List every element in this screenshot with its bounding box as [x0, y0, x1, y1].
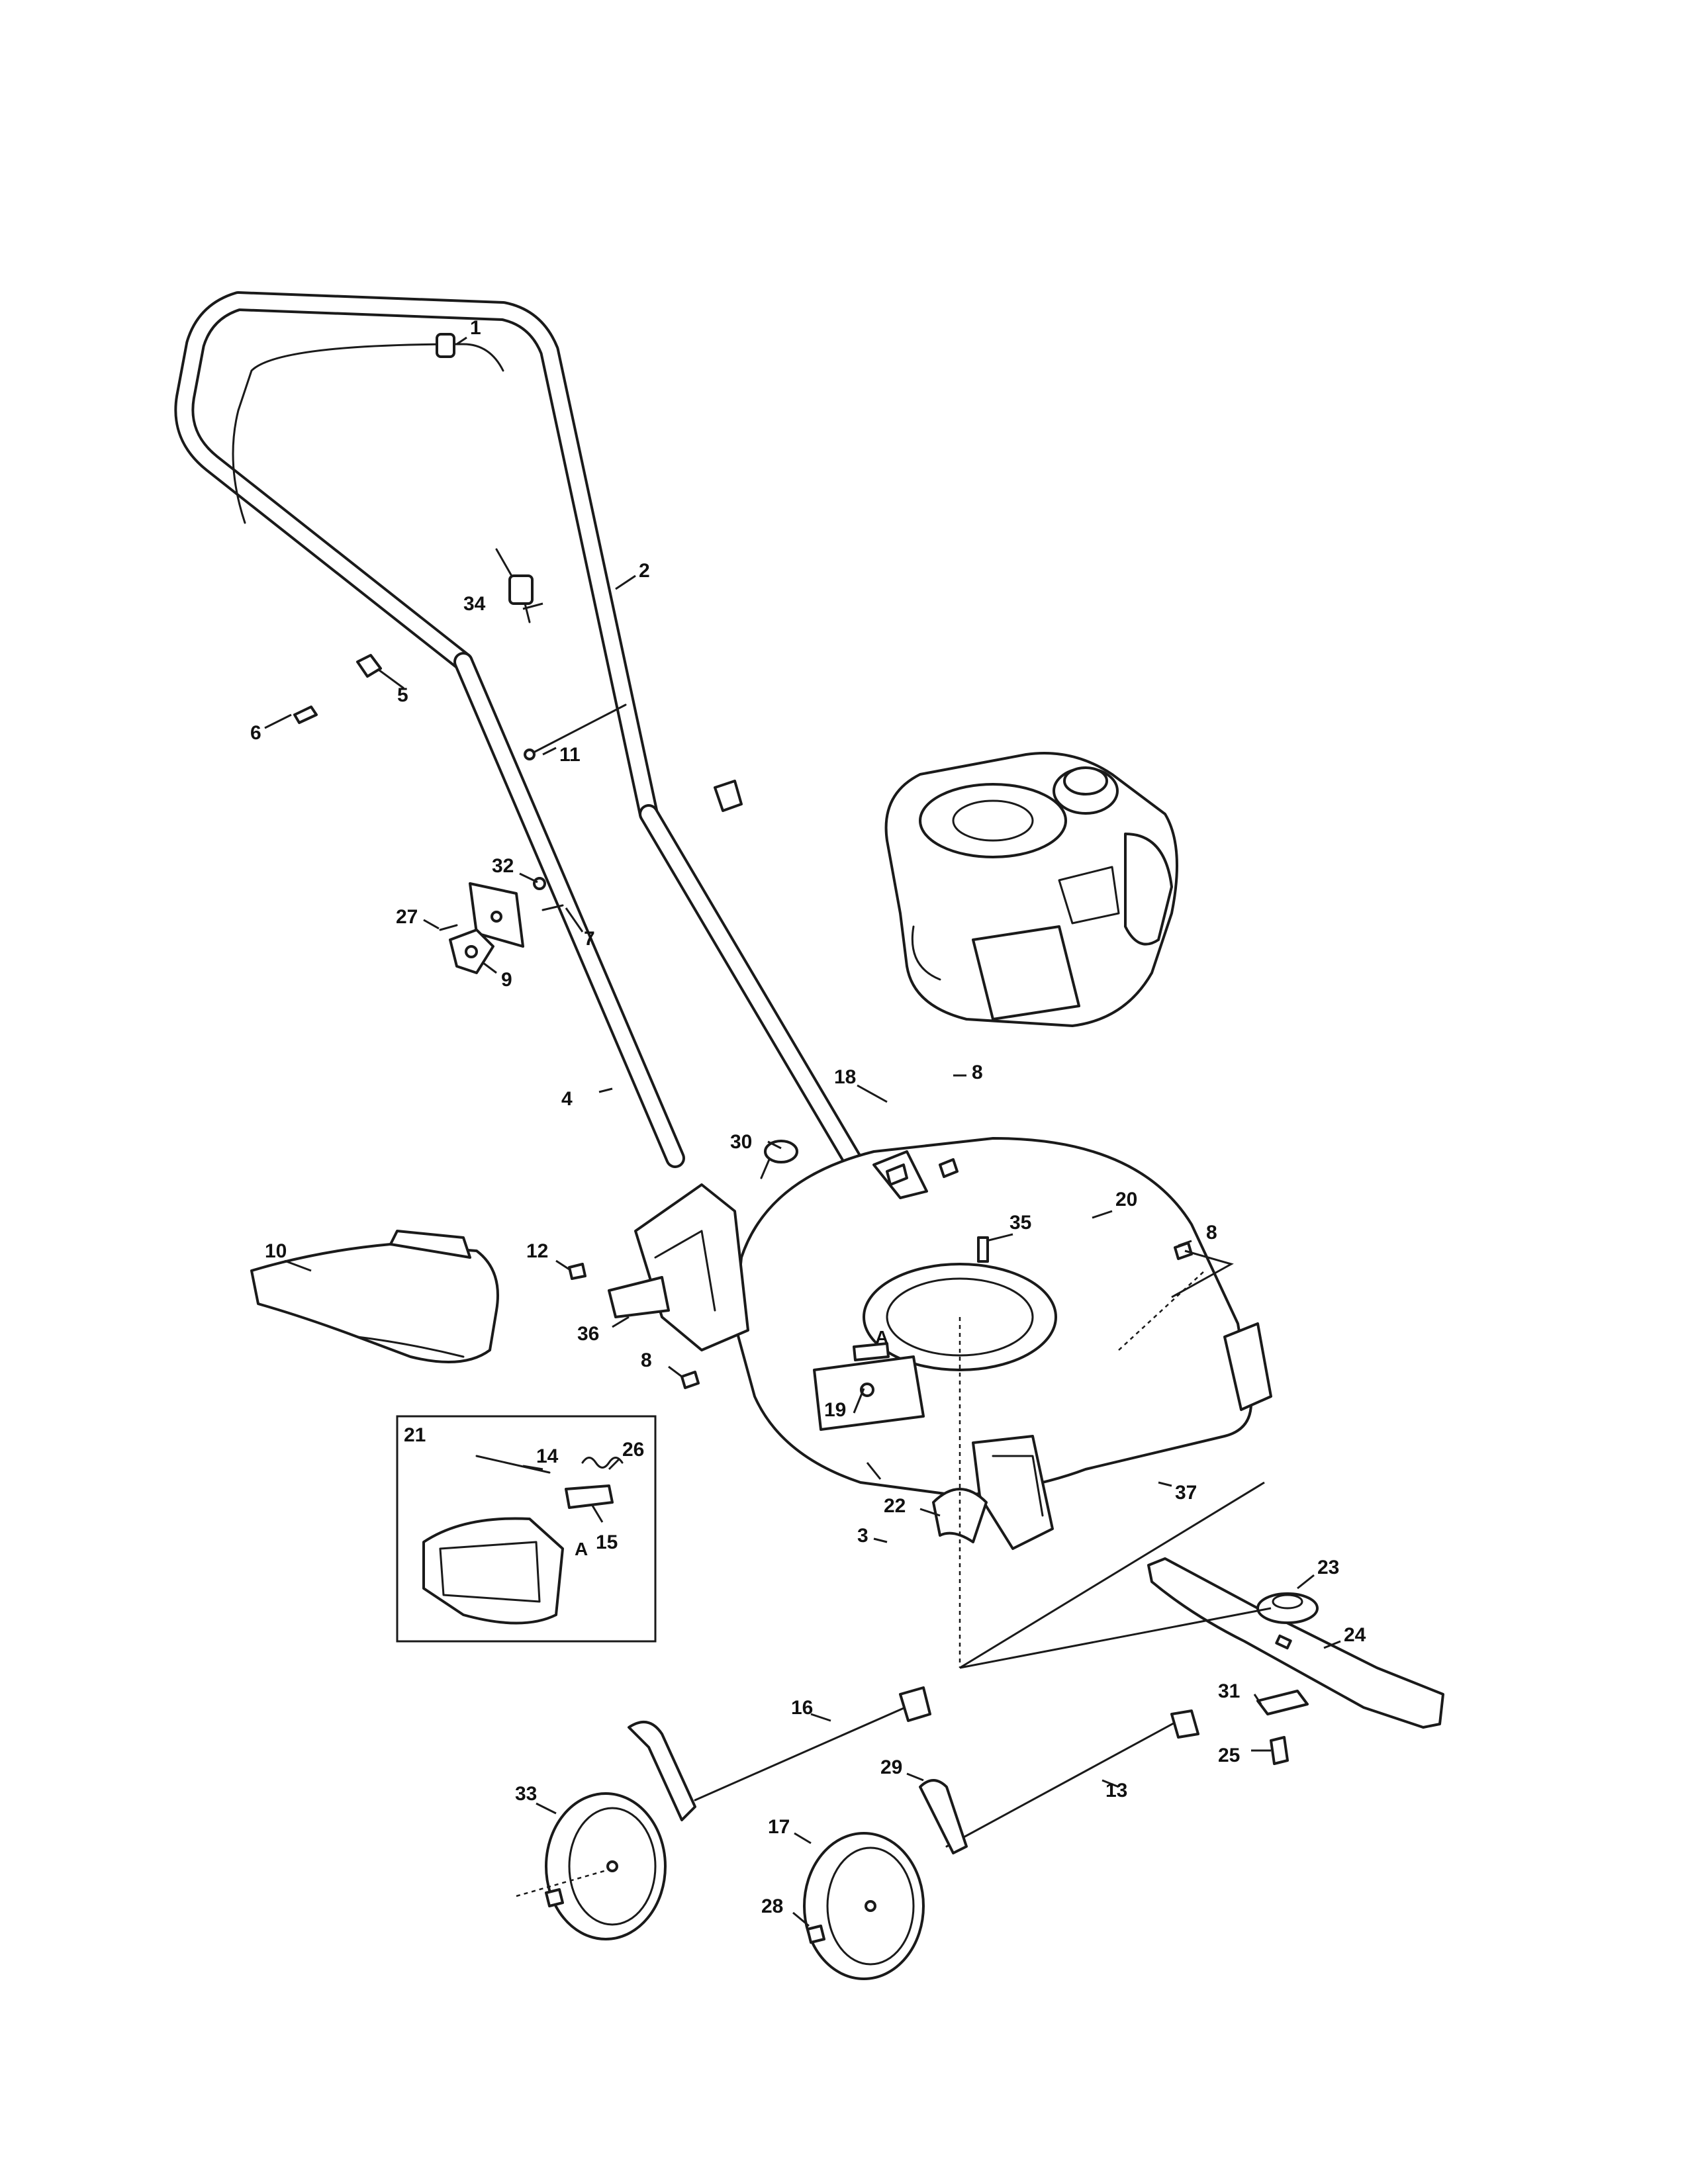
- hex-bolt-8-left: [680, 1371, 700, 1389]
- callout-9: 9: [501, 969, 512, 991]
- callout-31: 31: [1218, 1680, 1240, 1702]
- front-axle: [694, 1686, 931, 1801]
- hex-bolt-8-top: [939, 1158, 959, 1178]
- blade-bolt: [1270, 1736, 1289, 1765]
- callout-2: 2: [639, 560, 650, 582]
- callout-18: 18: [834, 1066, 856, 1088]
- blade-adapter: [1256, 1592, 1319, 1624]
- engine: [884, 752, 1178, 1027]
- deck-stud-bolt: [886, 1163, 908, 1186]
- bolt-7: [541, 904, 564, 911]
- nut-12: [568, 1263, 586, 1280]
- rear-height-lever: [919, 1779, 968, 1854]
- callout-34: 34: [463, 593, 486, 615]
- callout-36: 36: [577, 1323, 599, 1345]
- ref-mark-a-inset: A: [575, 1539, 588, 1559]
- callout-16: 16: [791, 1697, 813, 1719]
- wheel-centerline: [516, 1868, 610, 1897]
- callout-27: 27: [396, 906, 418, 928]
- callout-11: 11: [559, 744, 581, 766]
- callout-6: 6: [250, 722, 261, 744]
- callout-15: 15: [596, 1531, 618, 1553]
- callout-35: 35: [1009, 1212, 1031, 1234]
- ref-mark-a-deck: A: [875, 1327, 888, 1347]
- side-discharge-chute: [250, 1230, 499, 1363]
- wing-nut: [356, 654, 382, 678]
- deck-bolt-guide: [1118, 1270, 1205, 1351]
- deck-front-bracket: [634, 1183, 749, 1351]
- assembly-bracket: [959, 1481, 1272, 1669]
- callout-22: 22: [884, 1495, 906, 1517]
- callout-20: 20: [1115, 1189, 1137, 1210]
- callout-17: 17: [768, 1816, 790, 1838]
- upper-handle: [174, 291, 659, 824]
- callout-37: 37: [1175, 1482, 1197, 1504]
- knob-right: [714, 780, 743, 812]
- rear-axle: [945, 1709, 1199, 1848]
- lower-handle-left: [453, 652, 685, 1168]
- mower-deck: [733, 1137, 1272, 1497]
- front-baffle: [608, 1276, 670, 1318]
- wheel-right: [803, 1832, 925, 1980]
- lower-handle-right: [639, 804, 877, 1195]
- mulch-door: [422, 1517, 564, 1625]
- wheel-nut-right: [806, 1925, 825, 1944]
- handle-knob: [449, 929, 494, 974]
- adapter-bolt-30: [760, 1140, 798, 1179]
- hinge-rod: [475, 1455, 551, 1474]
- rope-guide-rod: [524, 704, 627, 760]
- blade-washer: [1256, 1690, 1309, 1715]
- callout-1: 1: [470, 317, 481, 339]
- callout-8b: 8: [1206, 1222, 1217, 1244]
- inset-box: [396, 1415, 657, 1643]
- torsion-spring: [581, 1457, 624, 1469]
- callout-32: 32: [492, 855, 514, 877]
- callout-5: 5: [397, 684, 408, 706]
- callout-12: 12: [526, 1240, 548, 1262]
- callout-3: 3: [857, 1525, 868, 1547]
- control-bail: [232, 343, 504, 524]
- callout-24: 24: [1344, 1624, 1366, 1646]
- callout-23: 23: [1317, 1557, 1339, 1578]
- handle-bolt: [293, 705, 318, 724]
- screw-27: [439, 924, 458, 931]
- hex-bolt-8-right: [1174, 1242, 1193, 1260]
- callout-21: 21: [404, 1424, 426, 1446]
- front-height-lever: [628, 1721, 696, 1821]
- callout-26: 26: [622, 1439, 644, 1461]
- callout-33: 33: [515, 1783, 537, 1805]
- wheel-nut-left: [545, 1888, 564, 1907]
- callout-7: 7: [584, 928, 595, 950]
- rear-wheel-bracket: [972, 1435, 1054, 1550]
- handle-bracket: [469, 882, 524, 948]
- leader-lines: [264, 336, 1341, 1927]
- door-hinge-plate: [565, 1484, 614, 1509]
- callout-8c: 8: [641, 1349, 652, 1371]
- mower-blade: [1147, 1557, 1444, 1729]
- callout-29: 29: [880, 1756, 902, 1778]
- cable-clip: [436, 333, 455, 358]
- wheel-left: [545, 1792, 667, 1940]
- callout-8a: 8: [972, 1062, 983, 1083]
- nut-32: [533, 877, 546, 890]
- callout-19: 19: [824, 1399, 846, 1421]
- callout-28: 28: [761, 1895, 783, 1917]
- callout-4: 4: [561, 1088, 573, 1110]
- cable-tie: [495, 548, 534, 623]
- callout-13: 13: [1105, 1780, 1127, 1801]
- assembly-line-8: [1171, 1250, 1234, 1298]
- callout-30: 30: [730, 1131, 752, 1153]
- callout-25: 25: [1218, 1745, 1240, 1766]
- callout-10: 10: [265, 1240, 287, 1262]
- callout-14: 14: [536, 1445, 559, 1467]
